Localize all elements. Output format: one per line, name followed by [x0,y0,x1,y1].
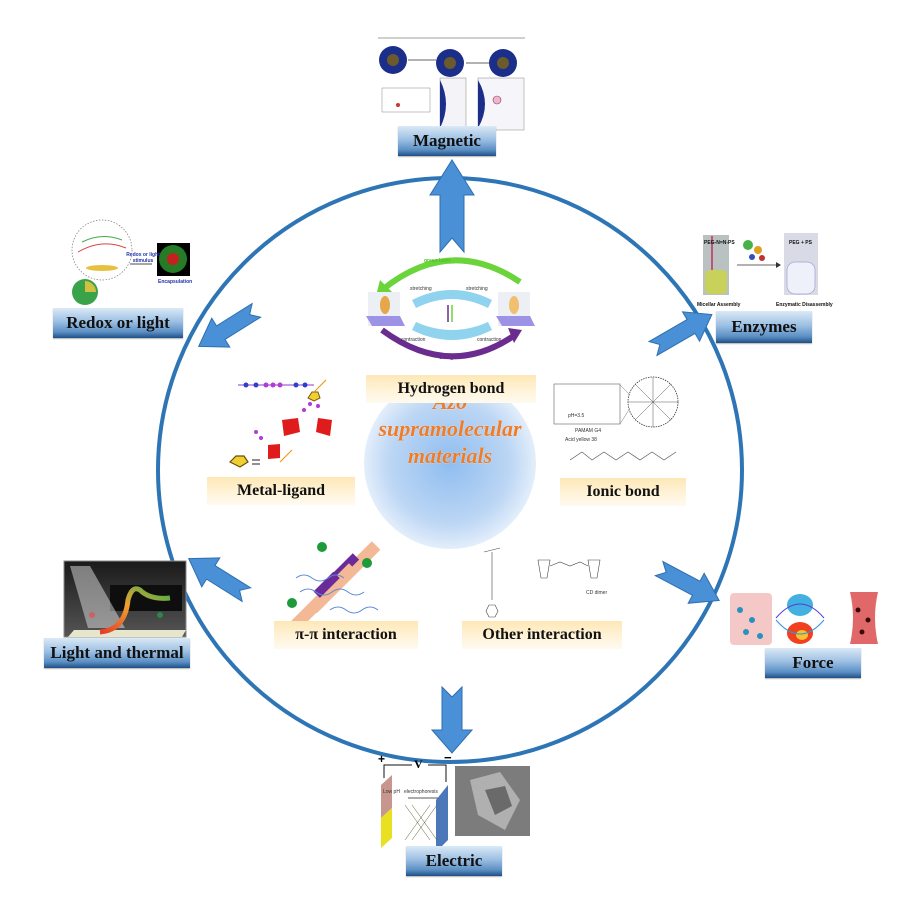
label-pi-pi-interaction: π-π interaction [274,621,418,649]
low-ph-label: Low pH [383,789,400,795]
pi-pi-figure [285,541,381,636]
voltage-label: V [414,757,423,771]
metal-ligand-figure [228,379,332,468]
redox-stimulus-label: Redox or light stimulus [126,252,160,264]
contraction-left-label: contraction [401,337,426,343]
stretching-left-label: stretching [410,286,432,292]
arrow-enzymes [647,311,713,357]
redox-figure [71,219,190,305]
encapsulation-label: Encapsulation [158,279,193,285]
center-bubble [364,377,536,549]
label-force: Force [765,648,861,678]
contraction-right-label: contraction [477,337,502,343]
stretching-right-label: stretching [466,286,488,292]
pamam-label: PAMAM G4 [575,428,602,434]
electric-minus: − [444,750,452,765]
tube-right-label: PEG + PS [789,240,812,246]
label-metal-ligand: Metal-ligand [207,477,355,505]
force-figure [730,592,878,645]
green-laser-label: green laser [424,258,451,264]
tube-left-label: PEG-N=N-PS [704,240,735,246]
electrophoresis-label: electrophoresis [404,789,438,795]
ph-label: pH=3.5 [568,413,585,419]
electric-figure [381,764,530,852]
label-ionic-bond: Ionic bond [560,478,686,506]
enzymatic-disassembly-label: Enzymatic Disassembly [776,302,833,308]
label-electric: Electric [406,846,502,876]
label-hydrogen-bond: Hydrogen bond [366,375,536,403]
center-title-line-2: supramolecular [378,416,522,441]
other-figure [483,547,601,618]
center-title-line-3: materials [407,443,493,468]
label-enzymes: Enzymes [716,311,812,343]
arrow-redox [197,302,262,348]
arrow-electric [430,685,474,754]
cd-dimer-label: CD dimer [586,590,608,596]
label-magnetic: Magnetic [398,126,496,156]
hydrogen-figure [366,257,535,360]
enzymes-figure [703,233,818,295]
label-redox-or-light: Redox or light [53,308,183,338]
acid-yellow-label: Acid yellow 38 [565,437,597,443]
electric-plus: + [378,752,386,766]
magnetic-figure [378,37,525,131]
uv-light-label: UV light [439,355,458,361]
arrow-force [654,560,720,604]
label-other-interaction: Other interaction [462,621,622,649]
arrow-magnetic [429,159,475,254]
arrow-light-thermal [187,557,252,603]
light-thermal-figure [63,560,187,638]
ionic-figure [553,376,679,461]
micellar-assembly-label: Micellar Assembly [697,302,741,308]
label-light-and-thermal: Light and thermal [44,638,190,668]
